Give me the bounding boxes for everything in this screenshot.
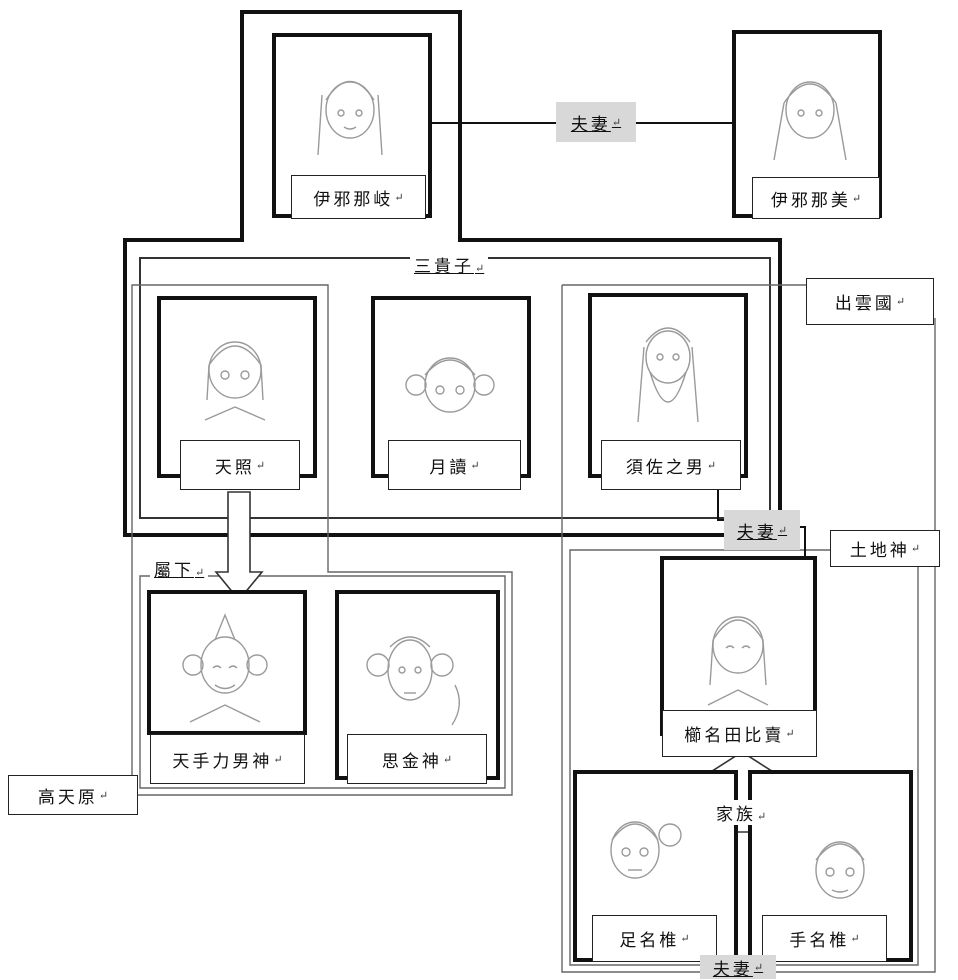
tajikarao-portrait-icon <box>182 613 268 723</box>
amaterasu-label: 天照↵ <box>180 440 300 490</box>
omoikane-portrait-icon <box>366 636 460 726</box>
izanagi-label: 伊邪那岐↵ <box>291 175 426 219</box>
subordinates-label: 屬下↵ <box>150 556 209 581</box>
tenazuchi-label: 手名椎↵ <box>762 915 887 962</box>
kushinada-portrait-icon <box>707 616 769 706</box>
izumo-region-label: 出雲國↵ <box>806 278 934 325</box>
tsukuyomi-label: 月讀↵ <box>388 440 521 490</box>
izanagi-portrait-icon <box>317 81 383 156</box>
amaterasu-portrait-icon <box>204 341 266 421</box>
tajikarao-label: 天手力男神↵ <box>150 734 305 784</box>
spouse-label-middle: 夫妻↵ <box>724 510 800 550</box>
izanami-portrait-icon <box>773 81 847 161</box>
omoikane-label: 思金神↵ <box>347 734 487 784</box>
takamagahara-region-label: 高天原↵ <box>8 775 138 815</box>
tajikarao-portrait-frame <box>147 590 307 735</box>
kushinada-label: 櫛名田比賣↵ <box>662 710 817 757</box>
spouse-label-bottom: 夫妻↵ <box>700 955 776 980</box>
izanami-label: 伊邪那美↵ <box>752 177 880 219</box>
spouse-label-top: 夫妻↵ <box>556 102 636 142</box>
local-god-box <box>569 549 919 966</box>
local-god-label: 土地神↵ <box>830 530 940 567</box>
tenazuchi-portrait-icon <box>815 841 865 899</box>
ashinazuchi-portrait-icon <box>610 821 682 879</box>
susanoo-portrait-icon <box>637 327 699 423</box>
tsukuyomi-portrait-icon <box>405 357 495 413</box>
kushinada-portrait-frame <box>660 556 817 736</box>
family-label: 家族↵ <box>712 800 771 825</box>
susanoo-label: 須佐之男↵ <box>601 440 741 490</box>
down-arrow-icon <box>214 491 264 602</box>
subordinates-box <box>139 575 506 789</box>
three-nobles-label: 三貴子↵ <box>410 252 489 277</box>
ashinazuchi-label: 足名椎↵ <box>592 915 717 962</box>
